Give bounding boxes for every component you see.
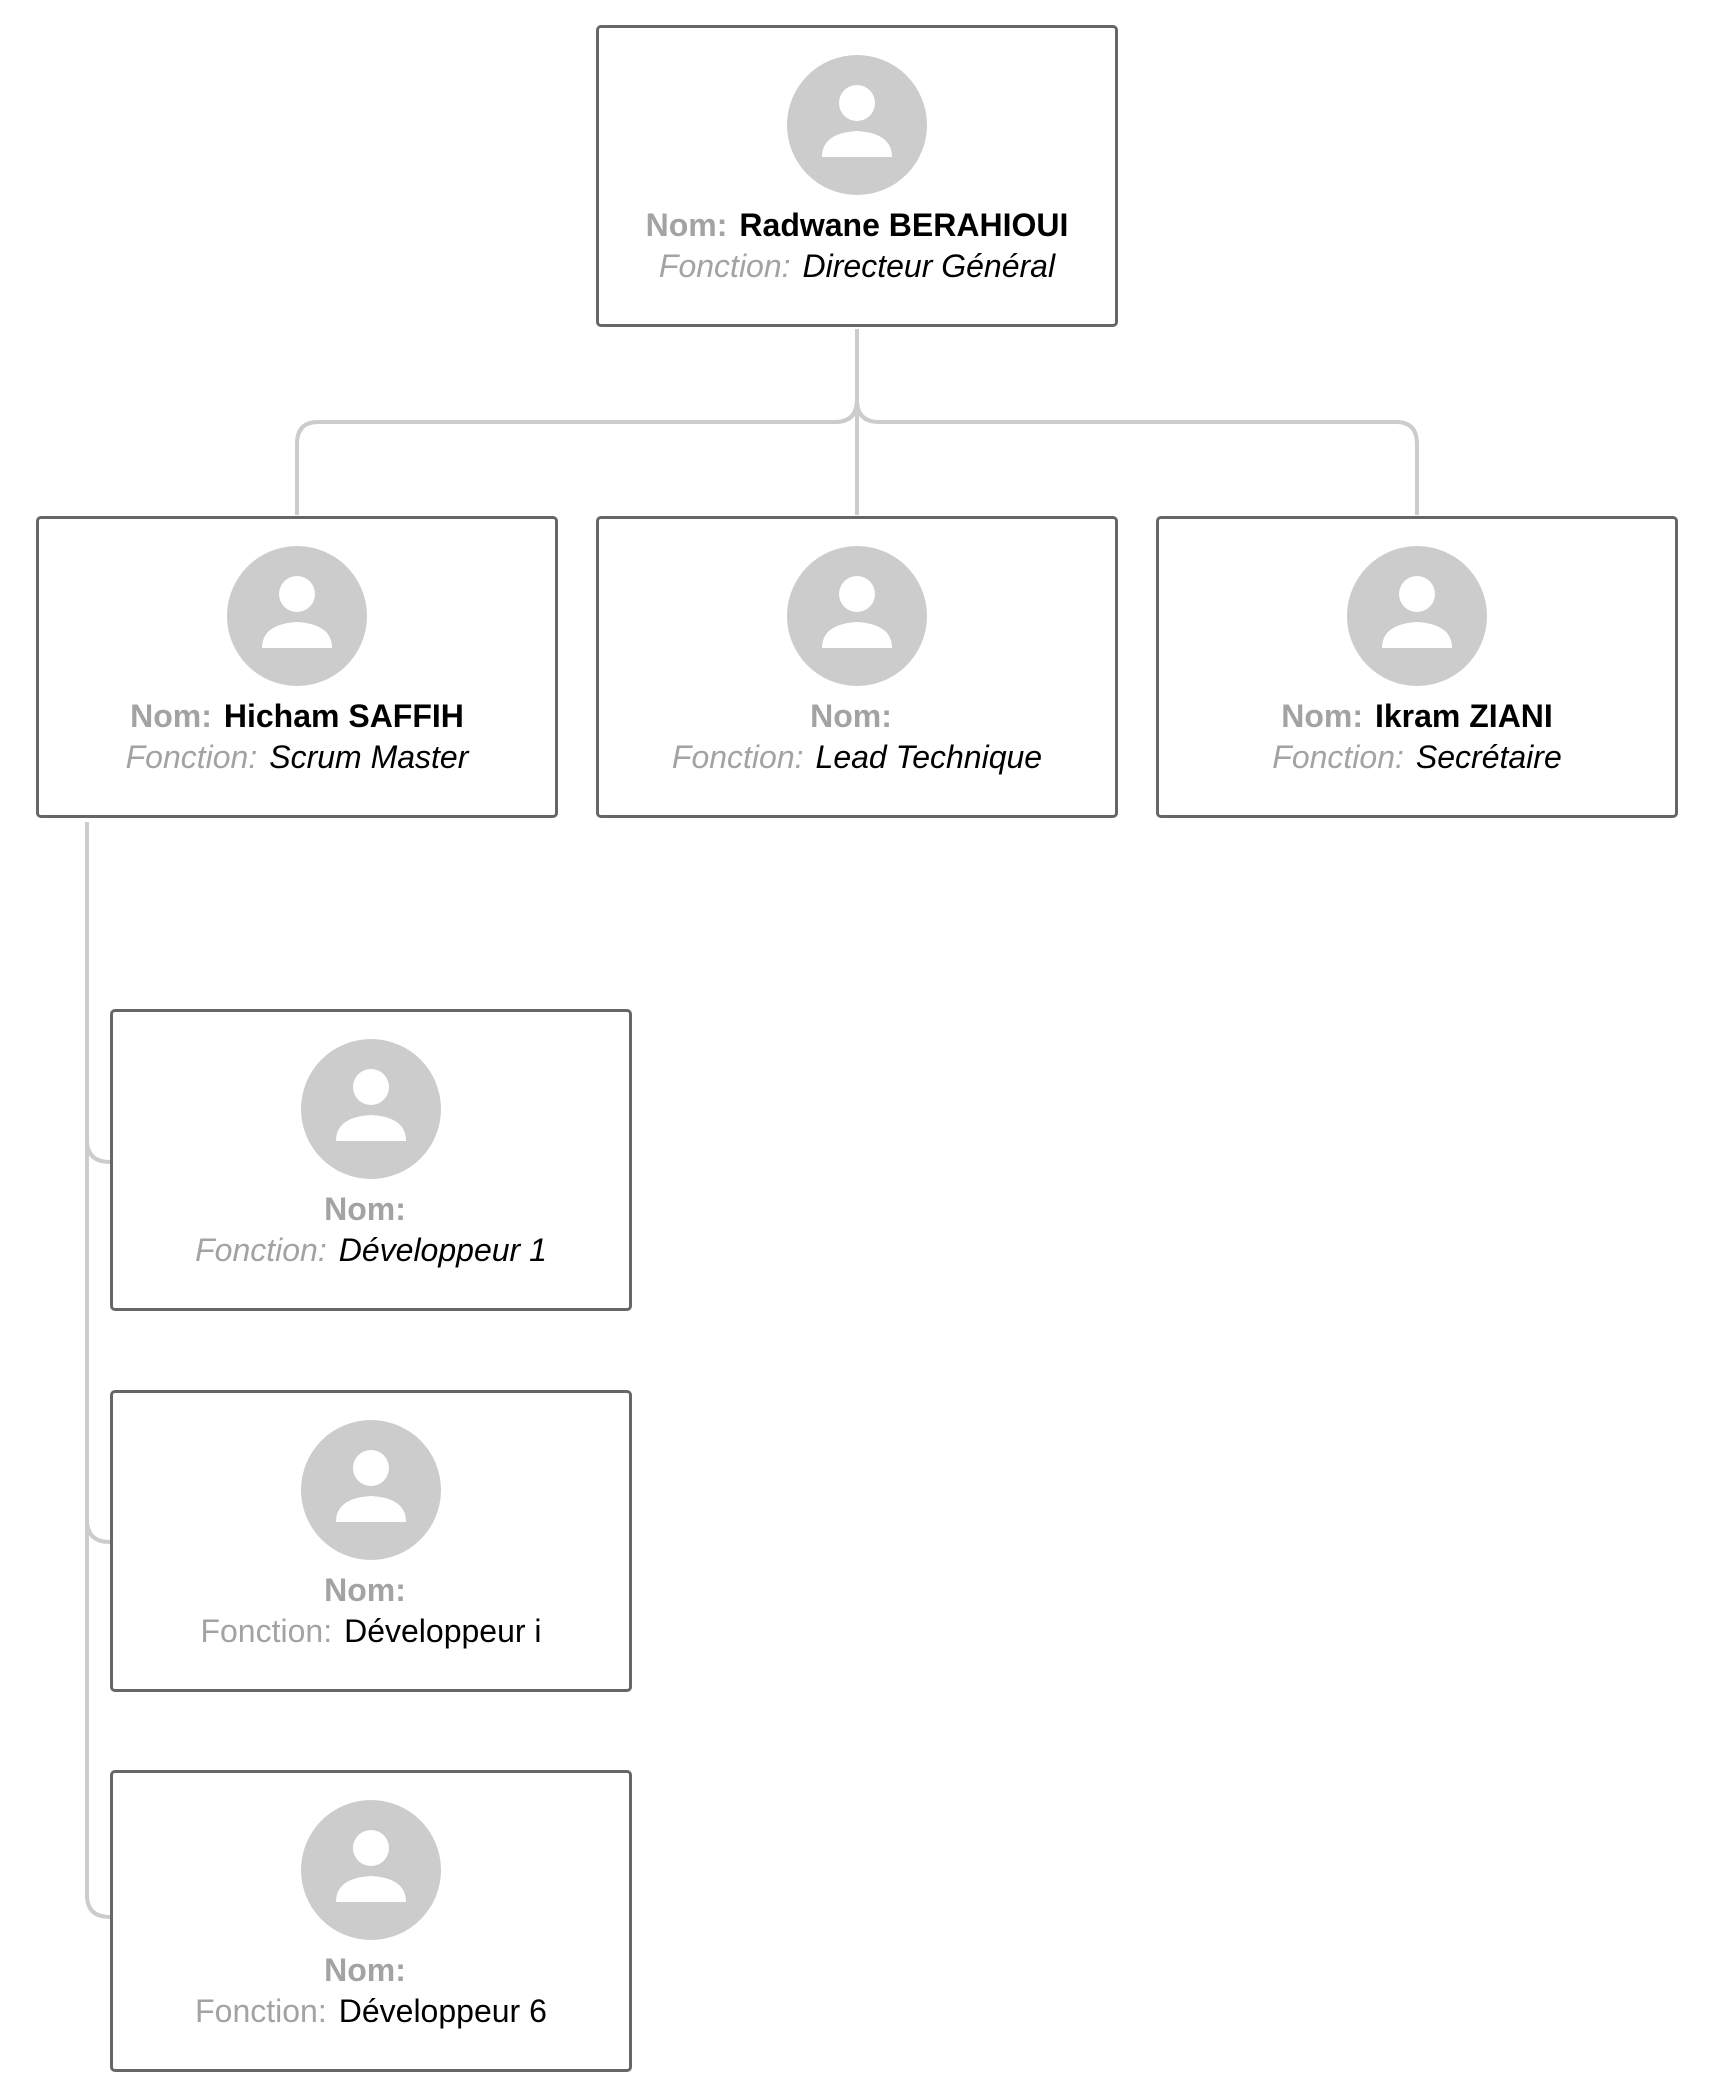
role-line: Fonction: Directeur Général [599, 246, 1115, 286]
node-secretaire: Nom: Ikram ZIANI Fonction: Secrétaire [1156, 516, 1678, 818]
name-line: Nom: [113, 1189, 629, 1229]
name-line: Nom: [113, 1570, 629, 1610]
user-icon [787, 546, 927, 686]
name-line: Nom: Ikram ZIANI [1159, 696, 1675, 736]
user-icon [301, 1039, 441, 1179]
node-developpeur-1: Nom: Fonction: Développeur 1 [110, 1009, 632, 1311]
connector-director-trunk [834, 329, 859, 424]
name-label: Nom: [324, 1191, 406, 1227]
person-role: Développeur 1 [338, 1232, 547, 1268]
name-line: Nom: [113, 1950, 629, 1990]
user-icon [1347, 546, 1487, 686]
connector-to-scrum-master [295, 399, 859, 515]
role-label: Fonction: [195, 1232, 327, 1268]
name-label: Nom: [645, 207, 728, 243]
name-label: Nom: [324, 1572, 406, 1608]
person-role: Secrétaire [1415, 739, 1562, 775]
user-icon [301, 1800, 441, 1940]
role-label: Fonction: [200, 1613, 333, 1649]
role-label: Fonction: [658, 248, 791, 284]
person-role: Développeur i [344, 1613, 542, 1649]
person-name: Ikram ZIANI [1374, 698, 1553, 734]
node-developpeur-6: Nom: Fonction: Développeur 6 [110, 1770, 632, 2072]
person-name: Hicham SAFFIH [223, 698, 464, 734]
role-line: Fonction: Développeur 1 [113, 1230, 629, 1270]
role-label: Fonction: [195, 1993, 327, 2029]
name-line: Nom: Hicham SAFFIH [39, 696, 555, 736]
connector-to-developpeur-1 [85, 1139, 111, 1164]
person-name: Radwane BERAHIOUI [739, 207, 1069, 243]
user-icon [227, 546, 367, 686]
name-label: Nom: [130, 698, 212, 734]
role-label: Fonction: [1272, 739, 1404, 775]
role-label: Fonction: [125, 739, 258, 775]
node-scrum-master: Nom: Hicham SAFFIH Fonction: Scrum Master [36, 516, 558, 818]
name-label: Nom: [1281, 698, 1363, 734]
role-label: Fonction: [671, 739, 804, 775]
connector-to-secretaire [855, 399, 1419, 515]
role-line: Fonction: Développeur 6 [113, 1991, 629, 2031]
connector-to-developpeur-i [85, 1519, 111, 1544]
node-lead-technique: Nom: Fonction: Lead Technique [596, 516, 1118, 818]
role-line: Fonction: Scrum Master [39, 737, 555, 777]
person-role: Lead Technique [815, 739, 1043, 775]
connector-scrum-trunk [85, 822, 111, 1919]
name-label: Nom: [810, 698, 892, 734]
node-developpeur-i: Nom: Fonction: Développeur i [110, 1390, 632, 1692]
role-line: Fonction: Développeur i [113, 1611, 629, 1651]
person-role: Directeur Général [802, 248, 1056, 284]
person-role: Développeur 6 [338, 1993, 547, 2029]
user-icon [787, 55, 927, 195]
name-line: Nom: [599, 696, 1115, 736]
name-line: Nom: Radwane BERAHIOUI [599, 205, 1115, 245]
role-line: Fonction: Secrétaire [1159, 737, 1675, 777]
user-icon [301, 1420, 441, 1560]
role-line: Fonction: Lead Technique [599, 737, 1115, 777]
name-label: Nom: [324, 1952, 406, 1988]
node-director: Nom: Radwane BERAHIOUI Fonction: Directeur… [596, 25, 1118, 327]
person-role: Scrum Master [269, 739, 469, 775]
